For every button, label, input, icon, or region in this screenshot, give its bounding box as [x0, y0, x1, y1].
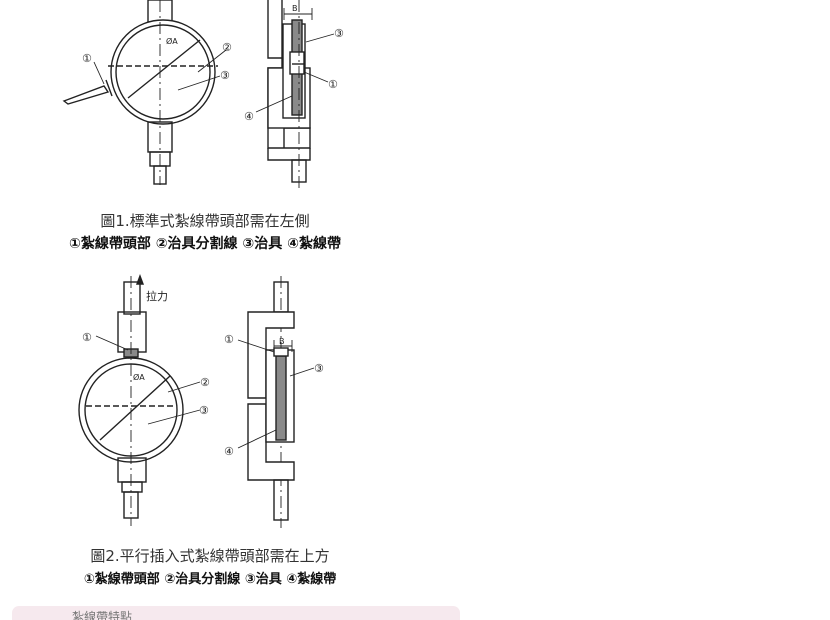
fig2-callout-3: ③: [199, 404, 209, 417]
fig1-callout-1: ①: [82, 52, 92, 65]
fig2-side-callout-4: ④: [224, 445, 234, 458]
fig1-side-callout-1: ①: [328, 78, 338, 91]
figure1-front-view: [62, 0, 227, 185]
figure2-front-view: [78, 274, 201, 526]
fig1-width-label: B: [292, 4, 298, 13]
fig1-diameter-label: ØA: [166, 36, 178, 46]
fig2-pull-label: 拉力: [146, 289, 168, 303]
figure2-legend: ①紮線帶頭部 ②治具分割線 ③治具 ④紮線帶: [83, 572, 337, 587]
fig2-width-label: B: [279, 337, 285, 346]
figure2-side-view: [237, 276, 315, 528]
figure1-side-view: [255, 0, 335, 188]
fig2-side-callout-3: ③: [314, 362, 324, 375]
fig1-callout-2: ②: [222, 41, 232, 54]
fig2-callout-1: ①: [82, 331, 92, 344]
fig2-callout-2: ②: [200, 376, 210, 389]
fig1-callout-3: ③: [220, 69, 230, 82]
section-header-bar: 紮線帶特點: [12, 606, 460, 620]
figure2-caption: 圖2.平行插入式紮線帶頭部需在上方: [90, 547, 330, 565]
section-header-text: 紮線帶特點: [72, 610, 133, 620]
fig2-side-callout-1: ①: [224, 333, 234, 346]
figure1-caption: 圖1.標準式紮線帶頭部需在左側: [100, 212, 310, 230]
figure1-legend: ①紮線帶頭部 ②治具分割線 ③治具 ④紮線帶: [68, 236, 342, 252]
fig1-side-callout-4: ④: [244, 110, 254, 123]
fig2-diameter-label: ØA: [133, 372, 145, 382]
fig1-side-callout-3: ③: [334, 27, 344, 40]
